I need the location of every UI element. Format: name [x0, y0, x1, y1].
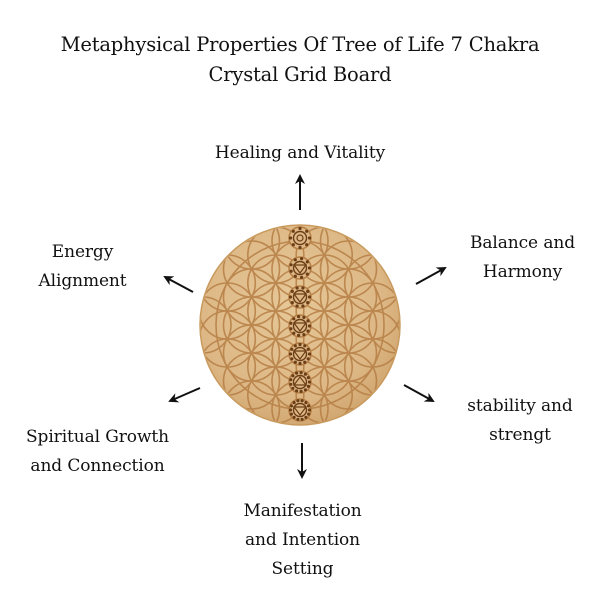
- property-manifestation-intention: Manifestation and Intention Setting: [215, 497, 390, 584]
- label-line: Alignment: [38, 271, 127, 291]
- arrow-down-left-icon: [168, 387, 201, 403]
- title-line-2: Crystal Grid Board: [208, 63, 392, 86]
- chakra-solar-plexus-icon: [288, 342, 312, 366]
- chakra-crown-icon: [288, 226, 312, 250]
- chakra-sacral-icon: [288, 370, 312, 394]
- title-line-1: Metaphysical Properties Of Tree of Life …: [60, 33, 540, 56]
- diagram-title: Metaphysical Properties Of Tree of Life …: [0, 30, 600, 90]
- label-line: Harmony: [482, 262, 563, 282]
- label-line: Energy: [51, 242, 114, 262]
- label-line: and Intention: [244, 530, 361, 550]
- arrow-down-right-icon: [403, 384, 435, 402]
- arrow-up-right-icon: [415, 267, 447, 285]
- chakra-third-eye-icon: [288, 256, 312, 280]
- label-line: Setting: [271, 559, 334, 579]
- property-balance-harmony: Balance and Harmony: [440, 229, 600, 287]
- label-line: Balance and: [469, 233, 575, 253]
- label-line: Manifestation: [243, 501, 362, 521]
- engraved-circle: [319, 352, 378, 410]
- label-line: and Connection: [30, 456, 165, 476]
- chakra-heart-icon: [288, 314, 312, 338]
- chakra-symbols: [288, 226, 312, 422]
- chakra-root-icon: [288, 398, 312, 422]
- arrow-up-left-icon: [163, 276, 194, 293]
- property-stability-strength: stability and strengt: [440, 392, 600, 450]
- label-line: strengt: [489, 425, 551, 445]
- label-line: Spiritual Growth: [26, 427, 169, 447]
- property-spiritual-growth: Spiritual Growth and Connection: [0, 423, 195, 481]
- property-energy-alignment: Energy Alignment: [10, 238, 155, 296]
- label-line: Healing and Vitality: [214, 143, 386, 163]
- chakra-throat-icon: [288, 285, 312, 309]
- property-healing-vitality: Healing and Vitality: [180, 139, 420, 168]
- crystal-grid-board: [199, 224, 401, 426]
- label-line: stability and: [467, 396, 573, 416]
